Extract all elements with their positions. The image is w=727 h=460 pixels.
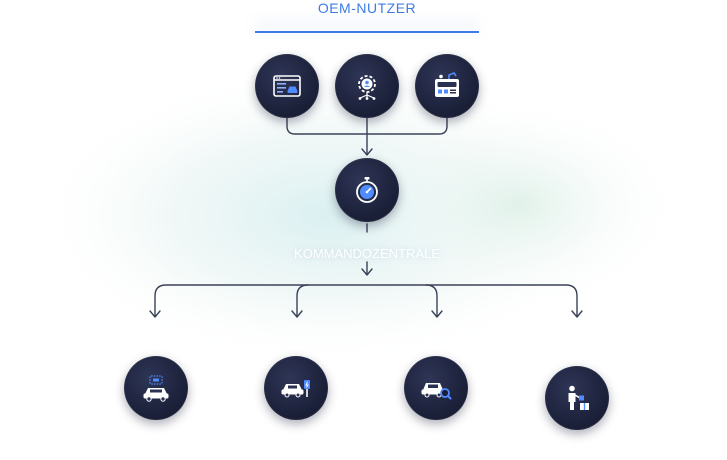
control-panel-machine-icon: [435, 72, 459, 97]
oem-node-control-panel[interactable]: [415, 54, 479, 118]
page-title: OEM-NUTZER: [317, 0, 417, 16]
oem-node-user-gear[interactable]: [335, 54, 399, 118]
gear-network-user-icon: [358, 75, 376, 100]
service-node-car-search[interactable]: [404, 356, 468, 420]
oem-node-web-portal[interactable]: [255, 54, 319, 118]
service-node-connected-car[interactable]: [124, 356, 188, 420]
car-search-icon: [421, 383, 452, 400]
command-center-node[interactable]: [335, 158, 399, 222]
person-package-icon: [568, 385, 589, 410]
stopwatch-icon: [356, 177, 378, 203]
command-center-label: KOMMANDOZENTRALE: [294, 246, 440, 261]
car-charging-icon: [281, 380, 310, 398]
web-dashboard-car-icon: [273, 75, 301, 97]
connected-car-icon: [143, 375, 169, 402]
service-node-delivery[interactable]: [545, 366, 609, 430]
service-node-car-charging[interactable]: [264, 356, 328, 420]
title-underline: [255, 31, 479, 33]
